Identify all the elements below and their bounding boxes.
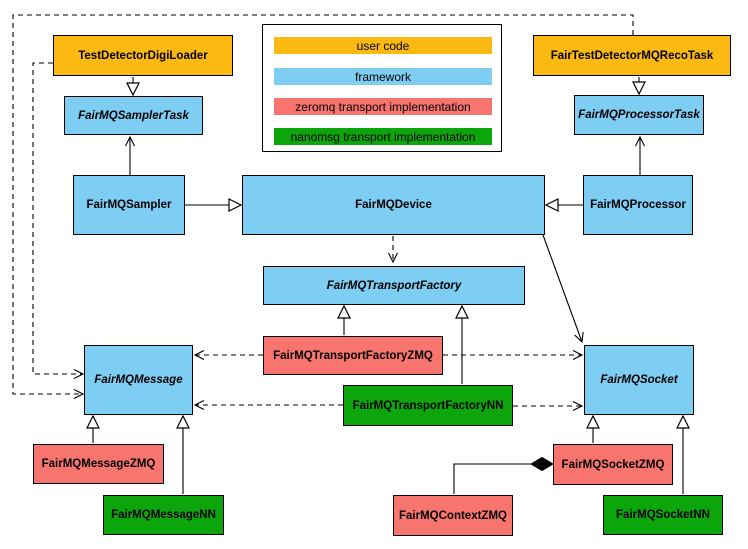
- edge-device-socket: [542, 234, 584, 344]
- node-label: FairMQMessageNN: [111, 509, 216, 521]
- node-label: FairMQSocketZMQ: [561, 458, 665, 471]
- node-fairmqtransportfactoryzmq: FairMQTransportFactoryZMQ: [263, 336, 443, 375]
- legend-item-nanomsg: nanomsg transport implementation: [274, 128, 492, 145]
- node-label: FairMQTransportFactoryNN: [352, 399, 504, 412]
- node-label: FairMQContextZMQ: [399, 509, 507, 522]
- legend-label: nanomsg transport implementation: [290, 129, 476, 144]
- legend-item-user-code: user code: [274, 37, 492, 54]
- node-label: FairMQSamplerTask: [78, 109, 189, 122]
- node-fairtestdetectormqrecotask: FairTestDetectorMQRecoTask: [533, 35, 731, 76]
- legend-label: zeromq transport implementation: [295, 99, 471, 114]
- node-fairmqprocessor: FairMQProcessor: [583, 175, 693, 235]
- node-label: FairMQProcessorTask: [578, 109, 700, 121]
- node-fairmqsocket: FairMQSocket: [584, 345, 694, 415]
- node-fairmqsampler: FairMQSampler: [73, 175, 185, 235]
- edge-recotask-message-dashed: [12, 14, 634, 399]
- node-fairmqmessage: FairMQMessage: [84, 345, 193, 415]
- node-fairmqtransportfactorynn: FairMQTransportFactoryNN: [343, 385, 513, 426]
- composition-diamond-icon: [530, 456, 554, 472]
- node-label: FairMQSocket: [600, 374, 678, 386]
- node-fairmqsamplertask: FairMQSamplerTask: [64, 96, 203, 135]
- edge-digiloader-message-dashed: [32, 62, 85, 379]
- node-label: FairMQTransportFactoryZMQ: [273, 349, 433, 362]
- edge-socketzmq-contextzmq-composition: [453, 463, 531, 494]
- node-label: FairMQSampler: [86, 199, 172, 211]
- node-label: TestDetectorDigiLoader: [78, 49, 208, 62]
- node-fairmqprocessortask: FairMQProcessorTask: [574, 95, 704, 135]
- legend-label: user code: [356, 38, 410, 53]
- node-testdetectordigiloader: TestDetectorDigiLoader: [53, 35, 233, 76]
- legend-label: framework: [354, 69, 411, 84]
- node-label: FairTestDetectorMQRecoTask: [550, 49, 714, 62]
- node-fairmqsocketnn: FairMQSocketNN: [603, 495, 723, 535]
- node-fairmqsocketzmq: FairMQSocketZMQ: [553, 444, 673, 485]
- node-label: FairMQMessage: [94, 374, 183, 386]
- node-fairmqtransportfactory: FairMQTransportFactory: [263, 266, 525, 305]
- legend: user code framework zeromq transport imp…: [262, 24, 502, 152]
- node-label: FairMQDevice: [355, 199, 432, 211]
- node-label: FairMQSocketNN: [616, 509, 710, 521]
- node-label: FairMQTransportFactory: [326, 279, 462, 292]
- node-label: FairMQMessageZMQ: [41, 458, 156, 470]
- legend-item-zeromq: zeromq transport implementation: [274, 98, 492, 115]
- node-fairmqmessagezmq: FairMQMessageZMQ: [33, 444, 164, 484]
- node-fairmqcontextzmq: FairMQContextZMQ: [393, 495, 513, 536]
- node-fairmqdevice: FairMQDevice: [242, 175, 545, 235]
- node-fairmqmessagenn: FairMQMessageNN: [103, 495, 224, 535]
- node-label: FairMQProcessor: [590, 199, 686, 211]
- legend-item-framework: framework: [274, 68, 492, 85]
